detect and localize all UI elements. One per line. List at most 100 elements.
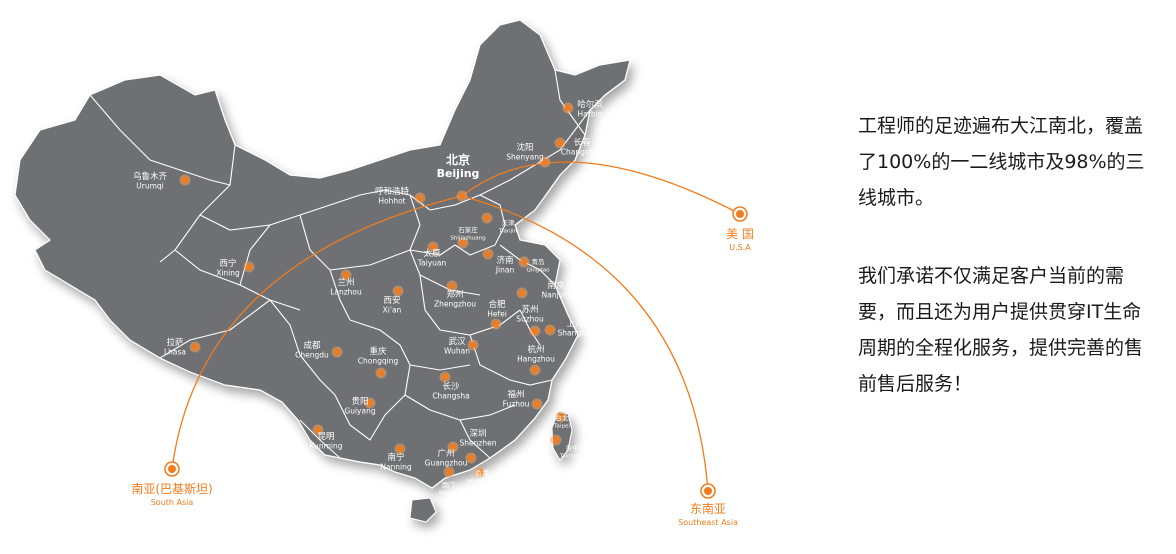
city-name-en: Changsha bbox=[432, 392, 469, 401]
city-name-cn: 南京 bbox=[547, 280, 564, 291]
city-dot bbox=[552, 436, 560, 444]
city-dot bbox=[445, 468, 453, 476]
city-name-en: Wuhan bbox=[444, 347, 470, 356]
city-dot bbox=[546, 326, 554, 334]
description-coverage: 工程师的足迹遍布大江南北，覆盖了100%的一二线城市及98%的三线城市。 bbox=[858, 108, 1158, 216]
city-name-cn: 合肥 bbox=[488, 299, 506, 310]
city-name-cn: 成都 bbox=[303, 340, 321, 351]
city-name-cn: 香港 bbox=[476, 468, 490, 477]
city-name-en: Suzhou bbox=[516, 315, 544, 324]
city-name-cn: 上海 bbox=[566, 318, 584, 329]
description-paragraph-2: 我们承诺不仅满足客户当前的需要，而且还为用户提供贯穿IT生命周期的全程化服务，提… bbox=[858, 265, 1144, 395]
description-service: 我们承诺不仅满足客户当前的需要，而且还为用户提供贯穿IT生命周期的全程化服务，提… bbox=[858, 258, 1158, 402]
city-dot bbox=[333, 348, 341, 356]
city-name-en: Qingdao bbox=[526, 268, 550, 274]
city-dot bbox=[396, 445, 404, 453]
city-name-cn: 贵阳 bbox=[351, 396, 368, 407]
city-name-cn: 哈尔滨 bbox=[577, 99, 603, 110]
destination-name-en: South Asia bbox=[151, 498, 194, 507]
city-name-cn: 苏州 bbox=[521, 304, 538, 315]
city-name-cn: 拉萨 bbox=[166, 337, 184, 348]
city-name-en: Taichung bbox=[559, 454, 584, 460]
arc-beijing-southeast-asia bbox=[461, 195, 709, 492]
city-name-en: Hangzhou bbox=[517, 355, 555, 364]
city-name-en: Macau bbox=[439, 491, 457, 497]
city-dot bbox=[459, 239, 467, 247]
city-name-en: Xining bbox=[216, 269, 240, 278]
destination-name-en: Southeast Asia bbox=[678, 518, 738, 527]
description-paragraph-1: 工程师的足迹遍布大江南北，覆盖了100%的一二线城市及98%的三线城市。 bbox=[858, 115, 1145, 209]
city-dot bbox=[476, 468, 484, 476]
city-name-cn: 重庆 bbox=[369, 346, 387, 357]
city-name-en: Chongqing bbox=[358, 357, 399, 366]
city-dot bbox=[533, 400, 541, 408]
route-arcs bbox=[171, 161, 741, 492]
city-name-cn: 太原 bbox=[423, 248, 440, 259]
city-name-cn: 深圳 bbox=[469, 428, 486, 439]
destination-usa: 美 国U.S.A bbox=[726, 206, 754, 252]
city-dot bbox=[564, 104, 572, 112]
destination-dot bbox=[736, 210, 744, 218]
city-name-en: Lanzhou bbox=[330, 288, 362, 297]
city-dot bbox=[531, 327, 539, 335]
city-dot bbox=[342, 271, 350, 279]
city-dot bbox=[483, 214, 491, 222]
city-name-en: Shenyang bbox=[506, 153, 544, 162]
city-dot bbox=[314, 426, 322, 434]
city-name-cn: 广州 bbox=[437, 448, 454, 459]
city-dot bbox=[366, 399, 374, 407]
city-dot bbox=[484, 250, 492, 258]
city-dot bbox=[556, 139, 564, 147]
destination-south-asia: 南亚(巴基斯坦)South Asia bbox=[131, 461, 213, 507]
mainland-outline bbox=[14, 19, 631, 489]
city-name-cn: 武汉 bbox=[448, 336, 466, 347]
destination-name-en: U.S.A bbox=[729, 243, 751, 252]
city-name-en: Changchun bbox=[561, 148, 604, 157]
city-name-cn: 澳门 bbox=[442, 480, 455, 489]
city-name-cn: 台中 bbox=[566, 443, 579, 452]
city-name-cn: 呼和浩特 bbox=[375, 186, 410, 197]
city-name-cn: 济南 bbox=[496, 255, 513, 266]
province-borders bbox=[89, 69, 591, 459]
city-name-cn: 石家庄 bbox=[458, 225, 478, 234]
city-name-en: Hefei bbox=[487, 310, 507, 319]
city-dot bbox=[377, 369, 385, 377]
city-dot bbox=[416, 194, 424, 202]
city-dot bbox=[557, 413, 565, 421]
city-dot bbox=[448, 282, 456, 290]
hainan-island bbox=[409, 497, 437, 523]
city-dot bbox=[467, 454, 475, 462]
city-dot bbox=[520, 258, 528, 266]
city-name-cn: 南宁 bbox=[387, 452, 404, 463]
city-dot bbox=[492, 320, 500, 328]
arc-beijing-usa bbox=[461, 161, 741, 215]
city-name-en: Lhasa bbox=[164, 348, 186, 357]
city-name-en: Hohhot bbox=[378, 197, 405, 206]
city-name-cn: 昆明 bbox=[317, 432, 334, 442]
city-dot bbox=[518, 289, 526, 297]
city-name-en: Shijiazhuang bbox=[450, 236, 485, 242]
city-name-cn: 长春 bbox=[573, 137, 591, 148]
city-dot bbox=[394, 287, 402, 295]
city-name-cn: 郑州 bbox=[446, 289, 463, 300]
map-shape bbox=[14, 19, 631, 523]
city-name-cn: 西宁 bbox=[219, 258, 236, 269]
